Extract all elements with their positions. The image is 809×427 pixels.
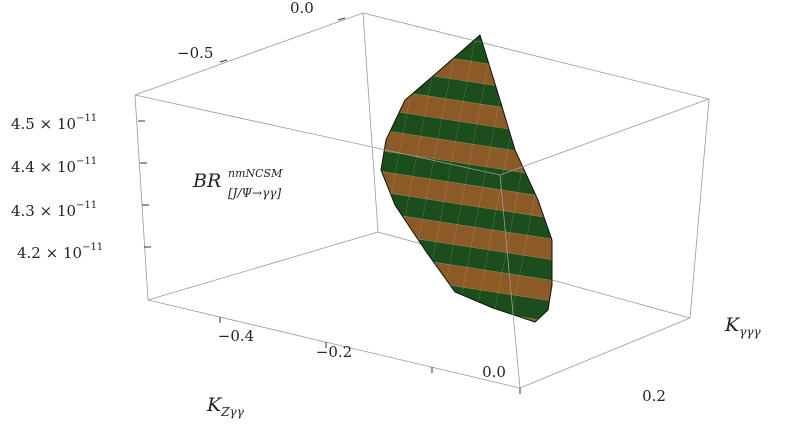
y-tick-label: −0.5 [177, 44, 213, 62]
x-tick-label: 0.2 [642, 387, 666, 405]
z-axis: 4.5 × 10−11 4.4 × 10−11 4.3 × 10−11 4.2 … [11, 113, 283, 262]
plot-box-front [134, 94, 710, 389]
z-tick-label: 4.4 × 10−11 [11, 156, 97, 176]
x-tick-label: −0.4 [218, 327, 254, 345]
y-axis: 0.0 −0.5 Kγγγ [177, 0, 762, 339]
x-tick-label: −0.2 [316, 343, 352, 361]
x-axis: −0.4 −0.2 0.0 0.2 KZγγ [206, 317, 666, 419]
y-tick-label: 0.0 [290, 0, 314, 17]
z-tick-label: 4.3 × 10−11 [11, 200, 97, 220]
x-axis-title: KZγγ [206, 394, 245, 419]
z-axis-title-subscript: [J/Ψ→γγ] [228, 186, 281, 200]
surface-stripe [381, 190, 552, 241]
z-tick-label: 4.2 × 10−11 [17, 242, 103, 262]
surface-stripe [381, 169, 552, 221]
mesh-line [381, 190, 552, 221]
z-axis-title: BR [192, 170, 221, 192]
mesh-line [381, 169, 552, 200]
z-axis-title-superscript: nmNCSM [228, 167, 283, 180]
mesh-line [381, 35, 389, 322]
surface-stripe [381, 149, 552, 200]
x-tick-label: 0.0 [482, 363, 506, 381]
mesh-line [370, 335, 565, 365]
surface-patch [310, 25, 565, 365]
z-tick-label: 4.5 × 10−11 [11, 113, 97, 133]
y-axis-title: Kγγγ [724, 314, 762, 339]
surface-stripe [381, 128, 552, 179]
mesh-line [310, 25, 370, 335]
surface-stripe [381, 211, 552, 262]
